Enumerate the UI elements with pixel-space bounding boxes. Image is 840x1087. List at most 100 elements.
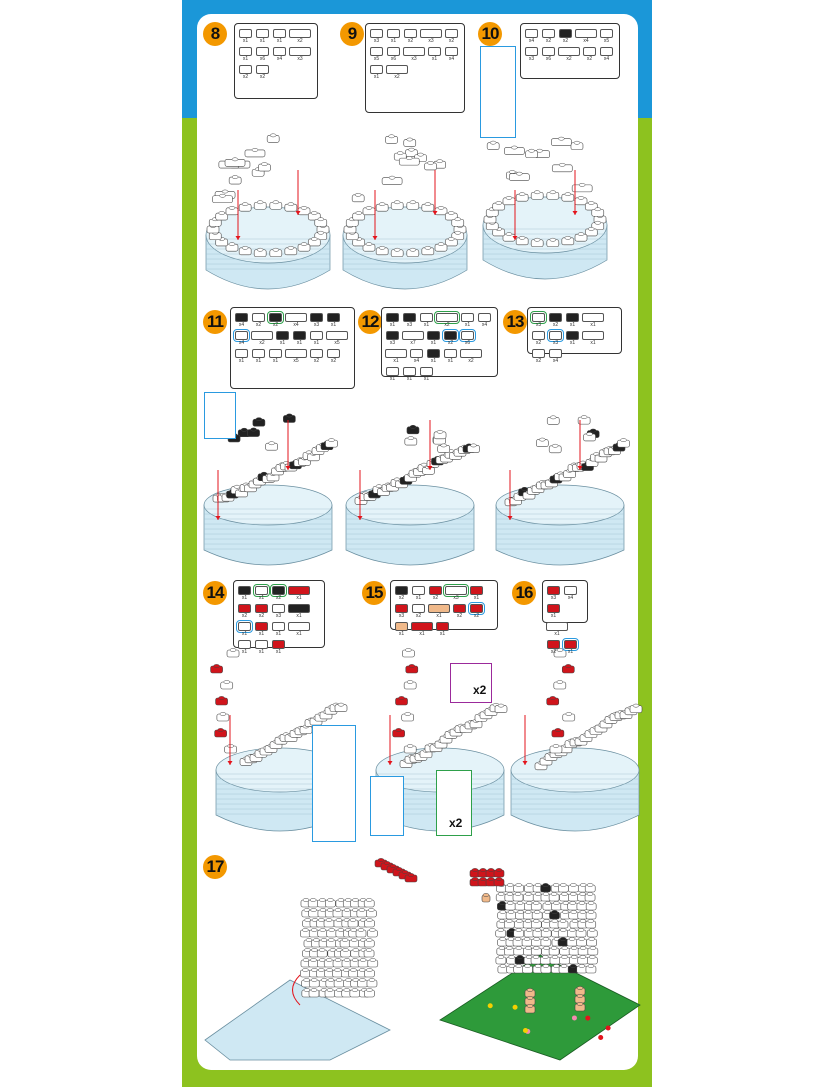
part-item: x1 xyxy=(562,638,579,655)
brick-stud xyxy=(578,183,586,187)
part-item: x2 xyxy=(255,63,270,80)
brick-stud xyxy=(525,892,532,896)
brick-icon xyxy=(395,586,408,595)
part-count: x1 xyxy=(242,56,249,62)
brick-stud xyxy=(369,958,377,962)
brick-stud xyxy=(454,230,462,235)
brick-stud xyxy=(576,986,584,990)
brick-stud xyxy=(482,893,490,897)
brick-icon xyxy=(564,586,577,595)
part-count: x1 xyxy=(464,322,471,328)
brick-icon xyxy=(238,640,251,649)
part-item: x1 xyxy=(435,620,450,637)
brick-stud xyxy=(352,948,359,952)
part-item: x2 xyxy=(548,311,563,328)
brick-stud xyxy=(251,148,259,152)
part-item: x4 xyxy=(234,311,249,328)
brick-stud xyxy=(366,918,373,922)
part-count: x2 xyxy=(330,358,337,364)
brick-icon xyxy=(461,313,474,322)
part-item: x4 xyxy=(233,329,250,346)
part-item: x1 xyxy=(309,329,324,346)
brick-icon xyxy=(444,349,457,358)
brick-stud xyxy=(580,415,588,419)
part-count: x1 xyxy=(554,631,560,637)
brick-stud xyxy=(588,227,595,231)
brick-stud xyxy=(578,937,585,941)
brick-stud xyxy=(571,919,579,923)
part-item: x1 xyxy=(288,602,310,619)
part-count: x1 xyxy=(241,649,248,655)
part-count: x4 xyxy=(276,56,283,62)
brick-stud xyxy=(378,202,386,207)
part-count: x4 xyxy=(238,322,245,328)
brick-stud xyxy=(516,919,523,923)
brick-stud xyxy=(365,206,373,210)
part-count: x1 xyxy=(242,38,249,44)
part-count: x2 xyxy=(297,38,303,44)
brick-icon xyxy=(532,331,545,340)
brick-stud xyxy=(406,680,414,684)
brick-stud xyxy=(579,892,586,896)
brick-icon xyxy=(256,47,269,56)
part-count: x4 xyxy=(293,322,299,328)
part-count: x2 xyxy=(394,74,400,80)
step-15-blue-callout xyxy=(370,776,404,836)
part-item: x1 xyxy=(251,347,266,364)
part-count: x4 xyxy=(567,595,574,601)
brick-stud xyxy=(523,937,531,941)
brick-icon xyxy=(410,349,423,358)
brick-stud xyxy=(551,919,558,923)
brick-icon xyxy=(256,29,269,38)
part-count: x2 xyxy=(562,38,569,44)
part-item: x3 xyxy=(546,584,561,601)
brick-icon xyxy=(235,313,248,322)
part-item: x2 xyxy=(309,347,324,364)
part-item: x2 xyxy=(546,638,561,655)
brick-stud xyxy=(528,148,535,153)
brick-stud xyxy=(388,175,396,180)
brick-icon xyxy=(420,29,442,38)
brick-stud xyxy=(561,946,568,950)
brick-stud xyxy=(354,192,362,197)
brick-stud xyxy=(424,245,432,250)
brick-stud xyxy=(521,487,528,491)
brick-stud xyxy=(587,919,594,923)
part-item: x2 xyxy=(558,45,580,62)
brick-stud xyxy=(525,928,533,932)
brick-stud xyxy=(532,955,540,959)
part-item: x1 xyxy=(275,329,290,346)
brick-stud xyxy=(516,955,524,959)
part-item: x4 xyxy=(272,45,287,62)
brick-stud xyxy=(559,919,567,923)
brick-icon xyxy=(547,640,560,649)
brick-icon xyxy=(288,622,310,631)
part-count: x1 xyxy=(296,631,302,637)
brick-stud xyxy=(526,996,534,1000)
part-item: x1 xyxy=(385,311,400,328)
part-item: x1 xyxy=(419,311,434,328)
brick-stud xyxy=(311,211,318,215)
brick-stud xyxy=(407,873,415,877)
brick-icon xyxy=(600,29,613,38)
brick-stud xyxy=(533,901,540,905)
brick-icon xyxy=(547,329,564,342)
brick-icon xyxy=(582,313,604,322)
brick-stud xyxy=(358,908,366,912)
callout-count: x2 xyxy=(473,683,487,697)
brick-icon xyxy=(530,311,547,324)
part-count: x1 xyxy=(390,38,397,44)
brick-stud xyxy=(398,696,405,700)
brick-stud xyxy=(368,978,376,982)
part-count: x4 xyxy=(413,358,420,364)
brick-stud xyxy=(524,964,531,968)
part-count: x3 xyxy=(275,613,282,619)
part-count: x1 xyxy=(423,322,430,328)
brick-stud xyxy=(359,958,367,962)
part-count: x1 xyxy=(415,595,422,601)
brick-stud xyxy=(588,937,595,941)
brick-icon xyxy=(288,604,310,613)
brick-icon xyxy=(549,349,562,358)
